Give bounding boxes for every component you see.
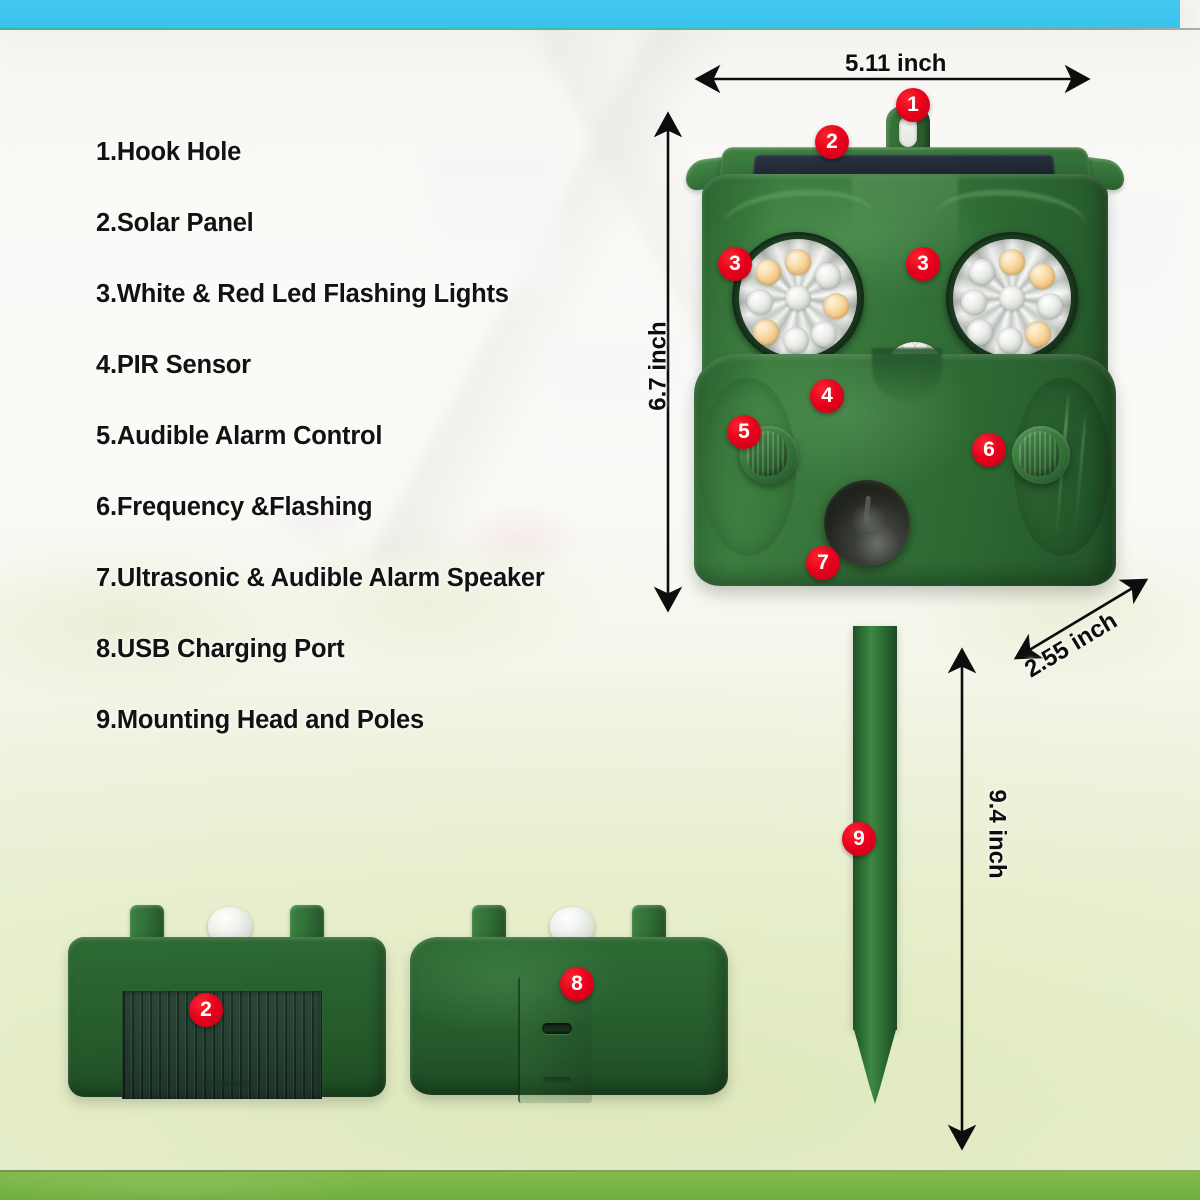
dimension-pole-label: 9.4 inch [983, 789, 1011, 879]
led-bulb [811, 321, 837, 347]
feature-item-2: 2.Solar Panel [96, 209, 254, 237]
led-bulb [755, 259, 781, 285]
led-bulb [999, 249, 1025, 275]
led-bulb [1025, 321, 1051, 347]
top-view-shell [68, 937, 386, 1099]
callout-badge-2-solar-panel: 2 [815, 125, 849, 159]
led-bulb [1037, 293, 1063, 319]
led-eye-left [732, 232, 864, 364]
feature-item-1: 1.Hook Hole [96, 138, 242, 166]
bottom-view-device [410, 905, 728, 1103]
owl-repeller-device [686, 106, 1124, 638]
bottom-view-shell [410, 937, 728, 1103]
callout-badge-9-mounting-pole: 9 [842, 822, 876, 856]
ultrasonic-speaker [824, 480, 910, 566]
led-bulb [961, 289, 987, 315]
dimension-height-label: 6.7 inch [644, 321, 672, 411]
callout-badge-8-usb-port: 8 [560, 967, 594, 1001]
led-lens-right [953, 239, 1071, 357]
bottom-grass-band [0, 1172, 1200, 1200]
led-bulb [753, 319, 779, 345]
led-bulb [783, 327, 809, 353]
led-bulb [969, 259, 995, 285]
callout-badge-7-speaker: 7 [806, 546, 840, 580]
top-divider-line [0, 28, 1200, 30]
feature-item-7: 7.Ultrasonic & Audible Alarm Speaker [96, 564, 545, 592]
bottom-view-knob-left [472, 905, 506, 941]
top-view-knob-left [130, 905, 164, 941]
callout-badge-2-solar-top-view: 2 [189, 993, 223, 1027]
led-bulb [1029, 263, 1055, 289]
feature-list: 1.Hook Hole 2.Solar Panel 3.White & Red … [96, 138, 616, 777]
dimension-width-label: 5.11 inch [845, 50, 947, 77]
usb-charging-port [542, 1023, 572, 1034]
bottom-view-slot [543, 1077, 571, 1085]
callout-badge-6-frequency: 6 [972, 433, 1006, 467]
top-view-notch [202, 1081, 254, 1091]
led-bulb [999, 285, 1025, 311]
feature-item-3: 3.White & Red Led Flashing Lights [96, 280, 509, 308]
led-bulb [815, 263, 841, 289]
stake-tip [853, 1026, 897, 1104]
feature-item-5: 5.Audible Alarm Control [96, 422, 383, 450]
led-bulb [967, 319, 993, 345]
mounting-stake [853, 626, 897, 1104]
feature-item-6: 6.Frequency &Flashing [96, 493, 373, 521]
callout-badge-3-led-right: 3 [906, 247, 940, 281]
top-cyan-band [0, 0, 1180, 28]
frequency-flashing-knob[interactable] [1012, 426, 1070, 484]
bottom-view-knob-right [632, 905, 666, 941]
led-bulb [747, 289, 773, 315]
owl-body [694, 348, 1116, 586]
led-lens-left [739, 239, 857, 357]
callout-badge-5-alarm-control: 5 [727, 415, 761, 449]
bottom-divider-line [0, 1170, 1200, 1172]
feature-item-8: 8.USB Charging Port [96, 635, 345, 663]
callout-badge-1-hook-hole: 1 [896, 88, 930, 122]
led-bulb [785, 249, 811, 275]
callout-badge-4-pir-sensor: 4 [810, 379, 844, 413]
callout-badge-3-led-left: 3 [718, 247, 752, 281]
top-view-knob-right [290, 905, 324, 941]
brow-ridge [852, 176, 958, 306]
led-bulb [997, 327, 1023, 353]
top-view-device [68, 905, 386, 1100]
feature-item-4: 4.PIR Sensor [96, 351, 251, 379]
beak-ridge [872, 348, 942, 402]
led-bulb [823, 293, 849, 319]
feature-item-9: 9.Mounting Head and Poles [96, 706, 424, 734]
led-bulb [785, 285, 811, 311]
led-eye-right [946, 232, 1078, 364]
